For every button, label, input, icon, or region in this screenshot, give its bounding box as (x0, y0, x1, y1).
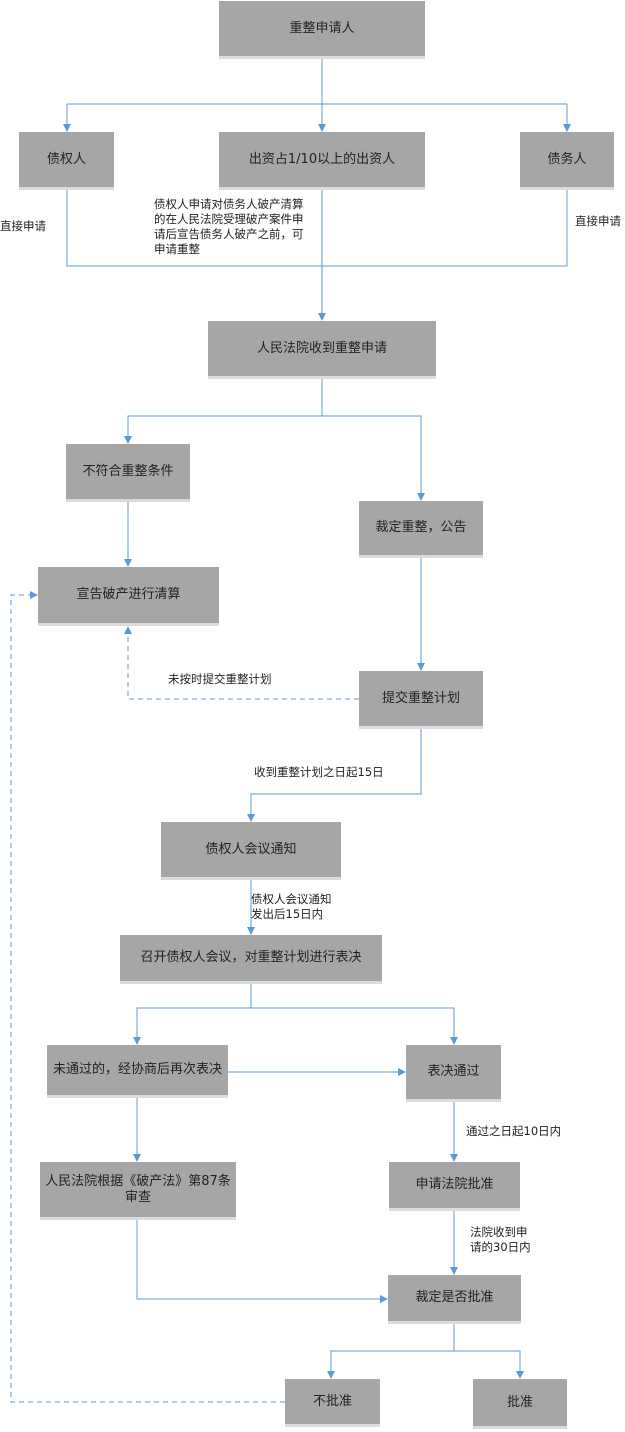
node-convene-meeting: 召开债权人会议，对重整计划进行表决 (120, 935, 382, 984)
node-investor: 出资占1/10以上的出资人 (219, 132, 425, 190)
node-court-review: 人民法院根据《破产法》第87条审查 (40, 1162, 236, 1220)
node-ruling-announce: 裁定重整，公告 (359, 501, 483, 558)
connector-meeting-split (133, 983, 252, 1045)
node-submit-plan: 提交重整计划 (359, 671, 483, 729)
connector-rejected-to-bankruptcy-dashed (10, 591, 285, 1403)
connector-ruling-to-approved (454, 1350, 524, 1379)
node-not-qualified: 不符合重整条件 (66, 444, 190, 502)
node-applicant: 重整申请人 (219, 1, 425, 59)
label-within-10-days: 通过之日起10日内 (466, 1124, 562, 1138)
label-right-direct: 直接申请 (575, 214, 621, 228)
node-meeting-notice: 债权人会议通知 (161, 822, 341, 880)
label-within-30-days: 法院收到申请的30日内 (470, 1225, 531, 1254)
node-not-passed: 未通过的，经协商后再次表决 (47, 1045, 228, 1098)
node-approved: 批准 (473, 1379, 567, 1429)
label-late-submission: 未按时提交重整计划 (168, 672, 272, 686)
node-declare-bankruptcy: 宣告破产进行清算 (38, 567, 219, 626)
connector-meeting-to-passed (251, 1007, 458, 1045)
connector-late-submission-dashed (124, 626, 359, 700)
node-court-receives: 人民法院收到重整申请 (208, 321, 436, 379)
node-debtor: 债务人 (520, 132, 614, 190)
connector-creditor-down (66, 189, 568, 267)
connector-court-to-ruling (322, 415, 425, 501)
connector-submit-to-notice (247, 728, 422, 822)
connector-court-split (124, 378, 323, 444)
label-left-direct: 直接申请 (0, 219, 46, 233)
node-creditor: 债权人 (19, 132, 114, 190)
connector-ruling-split (327, 1323, 455, 1379)
label-within-15-days: 收到重整计划之日起15日 (254, 765, 384, 779)
label-investor-condition: 债权人申请对债务人破产清算的在人民法院受理破产案件申请后宣告债务人破产之前，可申… (154, 197, 304, 256)
label-after-notice: 债权人会议通知发出后15日内 (251, 892, 332, 921)
connector-review-to-ruling (136, 1219, 388, 1303)
node-apply-approval: 申请法院批准 (389, 1162, 520, 1211)
node-ruling-decision: 裁定是否批准 (388, 1275, 521, 1324)
node-rejected: 不批准 (285, 1379, 380, 1427)
node-vote-passed: 表决通过 (406, 1045, 501, 1102)
